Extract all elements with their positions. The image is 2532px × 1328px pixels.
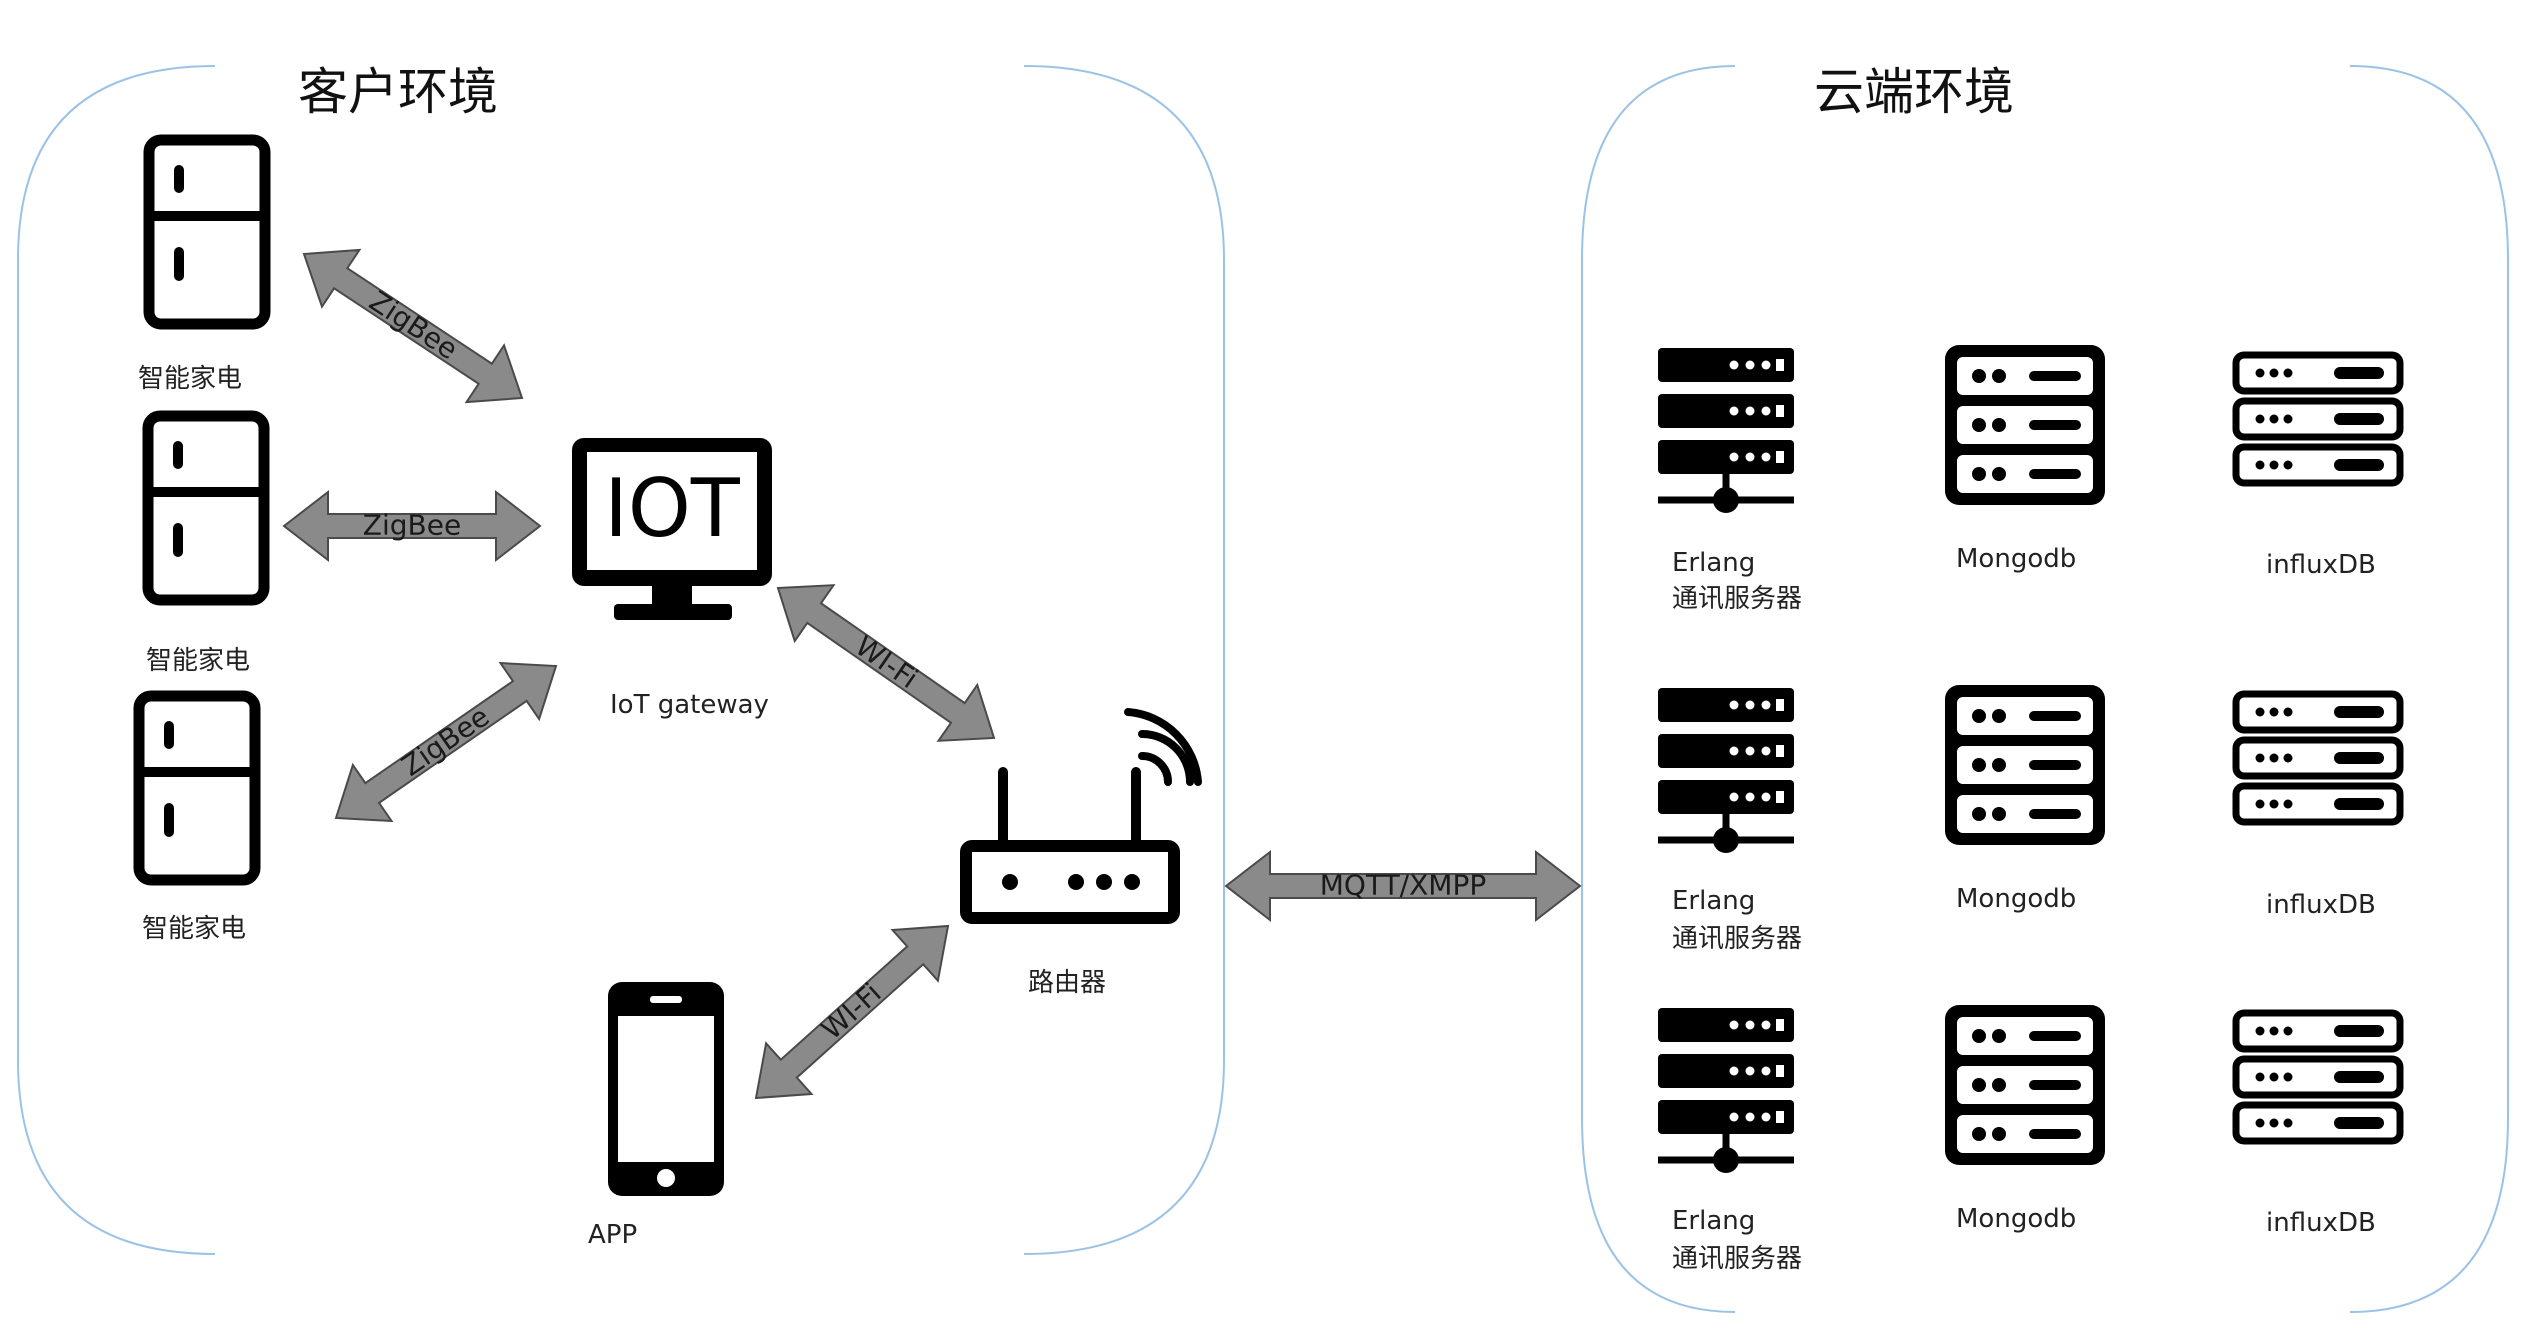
server-rack-icon — [1658, 1008, 1794, 1173]
fridge-icon — [139, 696, 255, 880]
mqtt-arrow: MQTT/XMPP — [1224, 849, 1582, 923]
double-arrow-shape — [302, 248, 524, 404]
fridge-icon — [148, 416, 264, 600]
storage-server-icon — [2236, 355, 2400, 483]
double-arrow-shape — [334, 661, 558, 823]
database-server-icon — [1945, 1005, 2105, 1165]
smartphone-icon — [608, 982, 724, 1196]
erlang-sublabel: 通讯服务器 — [1672, 584, 1803, 614]
zigbee-arrow-label: ZigBee — [363, 509, 461, 542]
erlang-sublabel: 通讯服务器 — [1672, 1244, 1803, 1274]
storage-server-icon — [2236, 1013, 2400, 1141]
influxdb-label: influxDB — [2266, 550, 2376, 580]
cloud-panel-border — [1581, 65, 2509, 1313]
double-arrow-shape — [754, 924, 950, 1100]
client-panel-border — [17, 65, 1225, 1255]
erlang-sublabel: 通讯服务器 — [1672, 924, 1803, 954]
zigbee-arrow: ZigBee — [302, 248, 524, 404]
zigbee-arrow-label: ZigBee — [363, 284, 463, 366]
mongodb-label: Mongodb — [1956, 884, 2077, 914]
server-rack-icon — [1658, 688, 1794, 853]
influxdb-label: influxDB — [2266, 890, 2376, 920]
router-label: 路由器 — [1028, 968, 1107, 998]
wifi-arrow: WI-Fi — [776, 584, 996, 742]
database-server-icon — [1945, 685, 2105, 845]
app-label: APP — [588, 1220, 638, 1250]
server-rack-icon — [1658, 348, 1794, 513]
zigbee-arrow: ZigBee — [334, 661, 558, 823]
double-arrow-shape — [776, 584, 996, 742]
zigbee-arrow: ZigBee — [282, 489, 542, 563]
storage-server-icon — [2236, 694, 2400, 822]
router-icon — [960, 708, 1202, 924]
mongodb-label: Mongodb — [1956, 1204, 2077, 1234]
cloud-title: 云端环境 — [1814, 63, 2014, 121]
fridge-icon — [149, 140, 265, 324]
appliance-label: 智能家电 — [138, 364, 243, 394]
erlang-label: Erlang — [1672, 1206, 1756, 1236]
erlang-label: Erlang — [1672, 886, 1756, 916]
appliance-label: 智能家电 — [142, 914, 247, 944]
erlang-label: Erlang — [1672, 548, 1756, 578]
appliance-label: 智能家电 — [146, 646, 251, 676]
monitor-icon: IOT — [572, 438, 772, 620]
database-server-icon — [1945, 345, 2105, 505]
double-arrow-shape — [282, 489, 542, 563]
influxdb-label: influxDB — [2266, 1208, 2376, 1238]
mqtt-arrow-label: MQTT/XMPP — [1320, 869, 1486, 902]
zigbee-arrow-label: ZigBee — [396, 700, 496, 783]
double-arrow-shape — [1224, 849, 1582, 923]
client-title: 客户环境 — [298, 63, 498, 121]
gateway-screen-text: IOT — [604, 462, 741, 555]
mongodb-label: Mongodb — [1956, 544, 2077, 574]
wifi-arrow: WI-Fi — [754, 924, 950, 1100]
gateway-label: IoT gateway — [610, 690, 769, 720]
